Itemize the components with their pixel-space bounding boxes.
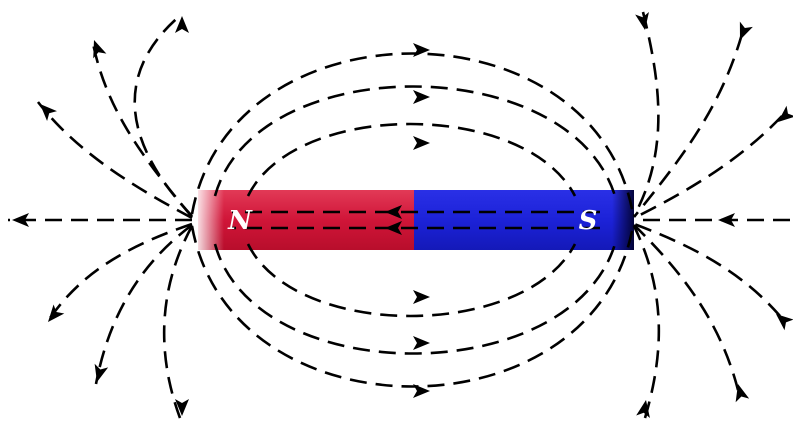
field-arrow	[175, 16, 189, 33]
field-line	[135, 14, 192, 216]
field-line	[248, 124, 575, 196]
field-arrow	[413, 336, 430, 350]
north-pole-highlight	[198, 190, 224, 250]
field-line	[248, 244, 575, 316]
field-line	[38, 102, 192, 218]
field-arrow	[774, 106, 793, 128]
field-arrow	[43, 304, 65, 326]
field-line	[634, 12, 658, 216]
field-arrow	[413, 90, 430, 104]
south-pole	[414, 190, 634, 250]
field-line	[634, 225, 738, 390]
field-arrow	[90, 364, 108, 384]
field-line	[192, 226, 633, 387]
south-pole-label: S	[579, 206, 598, 236]
field-line	[96, 225, 192, 384]
field-arrow	[734, 22, 753, 43]
field-arrow	[731, 382, 749, 402]
field-line	[192, 54, 633, 215]
field-line	[634, 226, 659, 418]
field-arrow	[413, 136, 430, 150]
field-arrow	[413, 43, 430, 57]
field-line	[634, 116, 782, 218]
field-line	[164, 226, 192, 418]
field-line	[46, 224, 192, 324]
field-arrow	[413, 290, 430, 304]
bar-magnet	[198, 190, 634, 250]
field-arrow	[413, 384, 430, 398]
north-pole-label: N	[227, 206, 253, 236]
